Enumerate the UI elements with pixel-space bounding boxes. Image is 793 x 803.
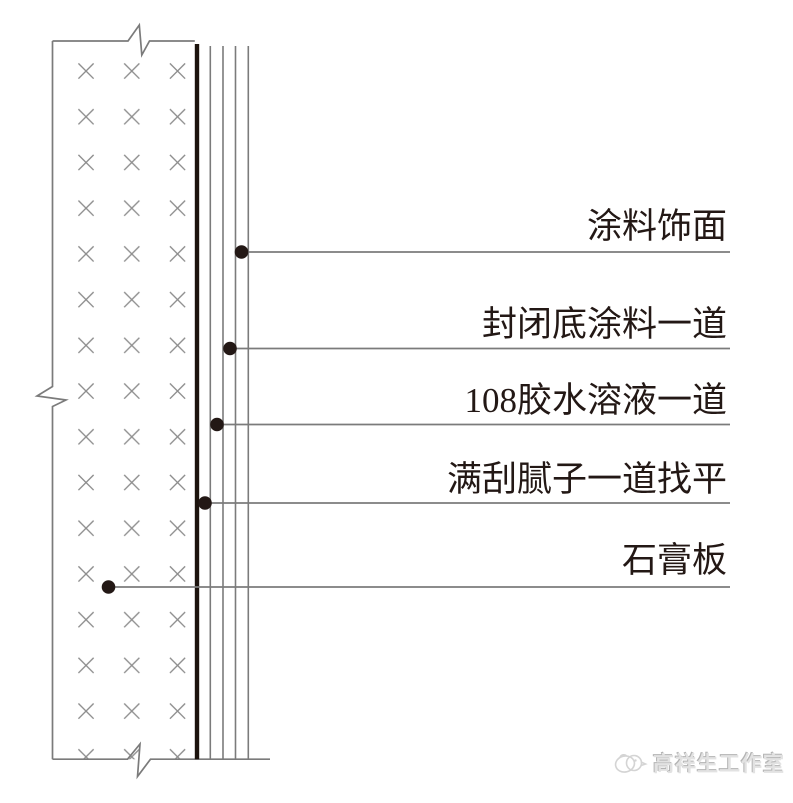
leader-dot [223, 341, 237, 356]
layer-label-paint-finish: 涂料饰面 [586, 207, 727, 246]
studio-watermark: 高祥生工作室 [612, 747, 785, 779]
wall-outline [34, 22, 270, 780]
layer-label-gypsum-board: 石膏板 [621, 541, 727, 580]
leader-sealing-primer [223, 341, 730, 356]
layer-label-putty-leveling: 满刮腻子一道找平 [446, 460, 727, 499]
leader-putty-leveling [198, 496, 730, 510]
leader-dot [210, 417, 224, 432]
wall-left-edge-break [34, 41, 69, 760]
leader-dot [101, 580, 116, 594]
leader-paint-finish [234, 245, 730, 259]
leader-glue-solution [210, 417, 730, 432]
leader-dot [198, 496, 212, 510]
wall-hatch-area [54, 42, 194, 760]
layer-label-glue-solution: 108胶水溶液一道 [464, 381, 727, 420]
wall-bottom-edge-break [52, 741, 270, 780]
leader-dot [234, 245, 249, 259]
watermark-text: 高祥生工作室 [653, 752, 785, 776]
layer-label-sealing-primer: 封闭底涂料一道 [481, 305, 727, 344]
bird-sketch-icon [614, 753, 648, 773]
leader-gypsum-board [101, 580, 730, 594]
wall-top-edge-break [52, 22, 195, 58]
finish-layer-lines [194, 44, 250, 760]
